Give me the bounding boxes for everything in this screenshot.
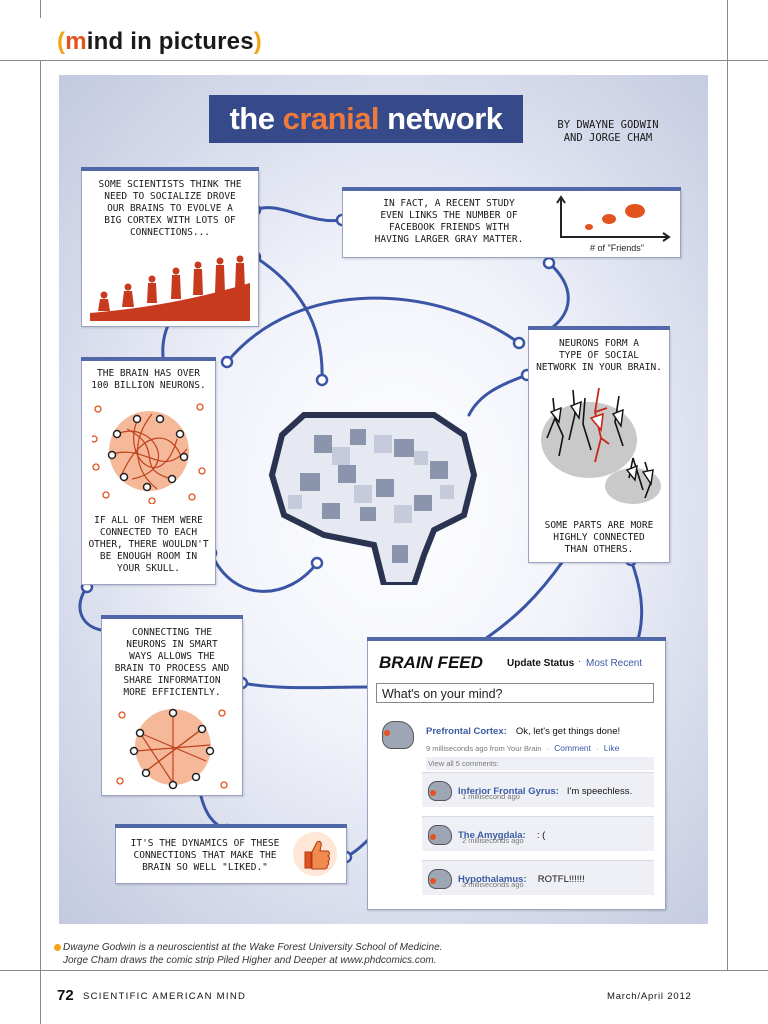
- section-title-accent: m: [65, 28, 87, 55]
- connector-line: [78, 585, 103, 632]
- connector-node: [310, 556, 324, 570]
- caption-line-2: Jorge Cham draws the comic strip Piled H…: [63, 955, 437, 966]
- status-input[interactable]: What's on your mind?: [376, 683, 654, 703]
- connector-line: [253, 255, 324, 382]
- comment-text: I'm speechless.: [566, 786, 633, 797]
- comic-title-rest: network: [379, 101, 503, 136]
- meta-dot: ·: [596, 744, 599, 753]
- panel-billion-text: THE BRAIN HAS OVER 100 BILLION NEURONS.: [91, 368, 206, 391]
- connector-line: [240, 681, 371, 690]
- top-left-divider: [40, 0, 41, 18]
- connector-line: [209, 551, 319, 593]
- connector-node: [315, 373, 329, 387]
- left-margin-rule: [40, 60, 41, 1024]
- post-timestamp: 9 milliseconds ago from Your Brain: [426, 744, 542, 753]
- efficient-neuron-network-illustration: [116, 708, 228, 790]
- panel-social-bottom-text: SOME PARTS ARE MORE HIGHLY CONNECTED THA…: [544, 520, 654, 555]
- panel-social-network: NEURONS FORM A TYPE OF SOCIAL NETWORK IN…: [528, 326, 670, 563]
- brain-avatar-icon: [428, 781, 452, 801]
- brain-feed-title: BRAIN FEED: [379, 653, 483, 672]
- panel-study: IN FACT, A RECENT STUDY EVEN LINKS THE N…: [342, 187, 681, 258]
- post-author[interactable]: Prefrontal Cortex:: [426, 726, 507, 737]
- connector-node: [512, 336, 526, 350]
- friends-gray-matter-graph: [556, 195, 671, 242]
- comic-title-highlight: cranial: [282, 101, 380, 136]
- update-status-link[interactable]: Update Status: [507, 658, 575, 669]
- panel-social-top-text: NEURONS FORM A TYPE OF SOCIAL NETWORK IN…: [536, 338, 662, 373]
- meta-dot: ·: [546, 744, 550, 753]
- section-title-text: ind in pictures: [86, 28, 254, 55]
- post-meta-row: 9 milliseconds ago from Your Brain · Com…: [426, 736, 656, 755]
- post-avatar: [378, 717, 416, 751]
- thumbs-up-icon: [293, 832, 337, 876]
- section-title: (mind in pictures): [57, 28, 262, 56]
- panel-room-text: IF ALL OF THEM WERE CONNECTED TO EACH OT…: [88, 515, 209, 574]
- like-link[interactable]: Like: [603, 743, 620, 753]
- comic-illustration: the cranial network BY DWAYNE GODWIN AND…: [59, 75, 708, 924]
- comic-byline: BY DWAYNE GODWIN AND JORGE CHAM: [557, 119, 659, 144]
- comic-title-the: the: [229, 101, 283, 136]
- comment-item: Inferior Frontal Gyrus: I'm speechless. …: [422, 772, 654, 807]
- comment-timestamp: 1 millisecond ago: [462, 792, 520, 801]
- panel-socialize-text: SOME SCIENTISTS THINK THE NEED TO SOCIAL…: [98, 179, 242, 238]
- caption-bullet-icon: [54, 944, 61, 951]
- post-text: Ok, let's get things done!: [515, 726, 621, 737]
- connector-line: [477, 559, 565, 645]
- evolution-march-illustration: [90, 255, 250, 321]
- most-recent-link[interactable]: Most Recent: [586, 658, 643, 669]
- main-post: Prefrontal Cortex: Ok, let's get things …: [426, 719, 656, 738]
- brain-avatar-icon: [428, 869, 452, 889]
- panel-liked-text: IT'S THE DYNAMICS OF THESE CONNECTIONS T…: [130, 838, 280, 873]
- top-right-divider: [727, 0, 728, 60]
- panel-billion-neurons: THE BRAIN HAS OVER 100 BILLION NEURONS. …: [81, 357, 216, 585]
- brain-avatar-icon: [428, 825, 452, 845]
- panel-smart-text: CONNECTING THE NEURONS IN SMART WAYS ALL…: [114, 627, 230, 698]
- feed-separator: ·: [578, 657, 582, 668]
- comment-author[interactable]: Inferior Frontal Gyrus:: [458, 786, 559, 797]
- author-caption: Dwayne Godwin is a neuroscientist at the…: [54, 941, 663, 967]
- header-rule: [0, 60, 768, 61]
- connector-line: [253, 206, 344, 223]
- magazine-name: SCIENTIFIC AMERICAN MIND: [83, 991, 247, 1002]
- page-number: 72: [57, 987, 74, 1004]
- comic-title: the cranial network: [209, 95, 523, 143]
- comment-author[interactable]: Hypothalamus:: [458, 874, 527, 885]
- comment-link[interactable]: Comment: [554, 743, 592, 753]
- issue-date: March/April 2012: [607, 991, 692, 1002]
- footer-rule: [0, 970, 768, 971]
- comment-item: Hypothalamus: ROTFL!!!!!! 3 milliseconds…: [422, 860, 654, 895]
- brain-feed-panel: BRAIN FEED Update Status · Most Recent W…: [367, 637, 666, 910]
- comment-text: : (: [536, 830, 546, 841]
- comment-timestamp: 2 milliseconds ago: [462, 836, 524, 845]
- right-margin-rule: [727, 60, 728, 970]
- panel-study-text: IN FACT, A RECENT STUDY EVEN LINKS THE N…: [374, 198, 524, 245]
- connector-line: [547, 261, 570, 329]
- connector-node: [542, 256, 556, 270]
- comment-text: ROTFL!!!!!!: [537, 874, 585, 885]
- connector-line: [225, 296, 521, 364]
- neuron-cluster-illustration: [541, 387, 661, 504]
- brain-avatar-icon: [382, 721, 414, 749]
- connector-line: [629, 558, 644, 645]
- comment-item: The Amygdala: : ( 2 milliseconds ago: [422, 816, 654, 851]
- comment-author[interactable]: The Amygdala:: [458, 830, 526, 841]
- dense-neuron-cluster-illustration: [92, 403, 206, 504]
- section-paren-close: ): [253, 28, 262, 55]
- view-all-comments-link[interactable]: View all 5 comments:: [426, 757, 654, 770]
- caption-line-1: Dwayne Godwin is a neuroscientist at the…: [63, 942, 443, 953]
- section-paren-open: (: [57, 28, 66, 55]
- comment-timestamp: 3 milliseconds ago: [462, 880, 524, 889]
- connector-node: [220, 355, 234, 369]
- connector-line: [467, 373, 529, 417]
- panel-smart-connections: CONNECTING THE NEURONS IN SMART WAYS ALL…: [101, 615, 243, 796]
- friends-axis-label: # of "Friends": [590, 243, 644, 253]
- pixel-brain-illustration: [268, 412, 478, 585]
- panel-socialize: SOME SCIENTISTS THINK THE NEED TO SOCIAL…: [81, 167, 259, 327]
